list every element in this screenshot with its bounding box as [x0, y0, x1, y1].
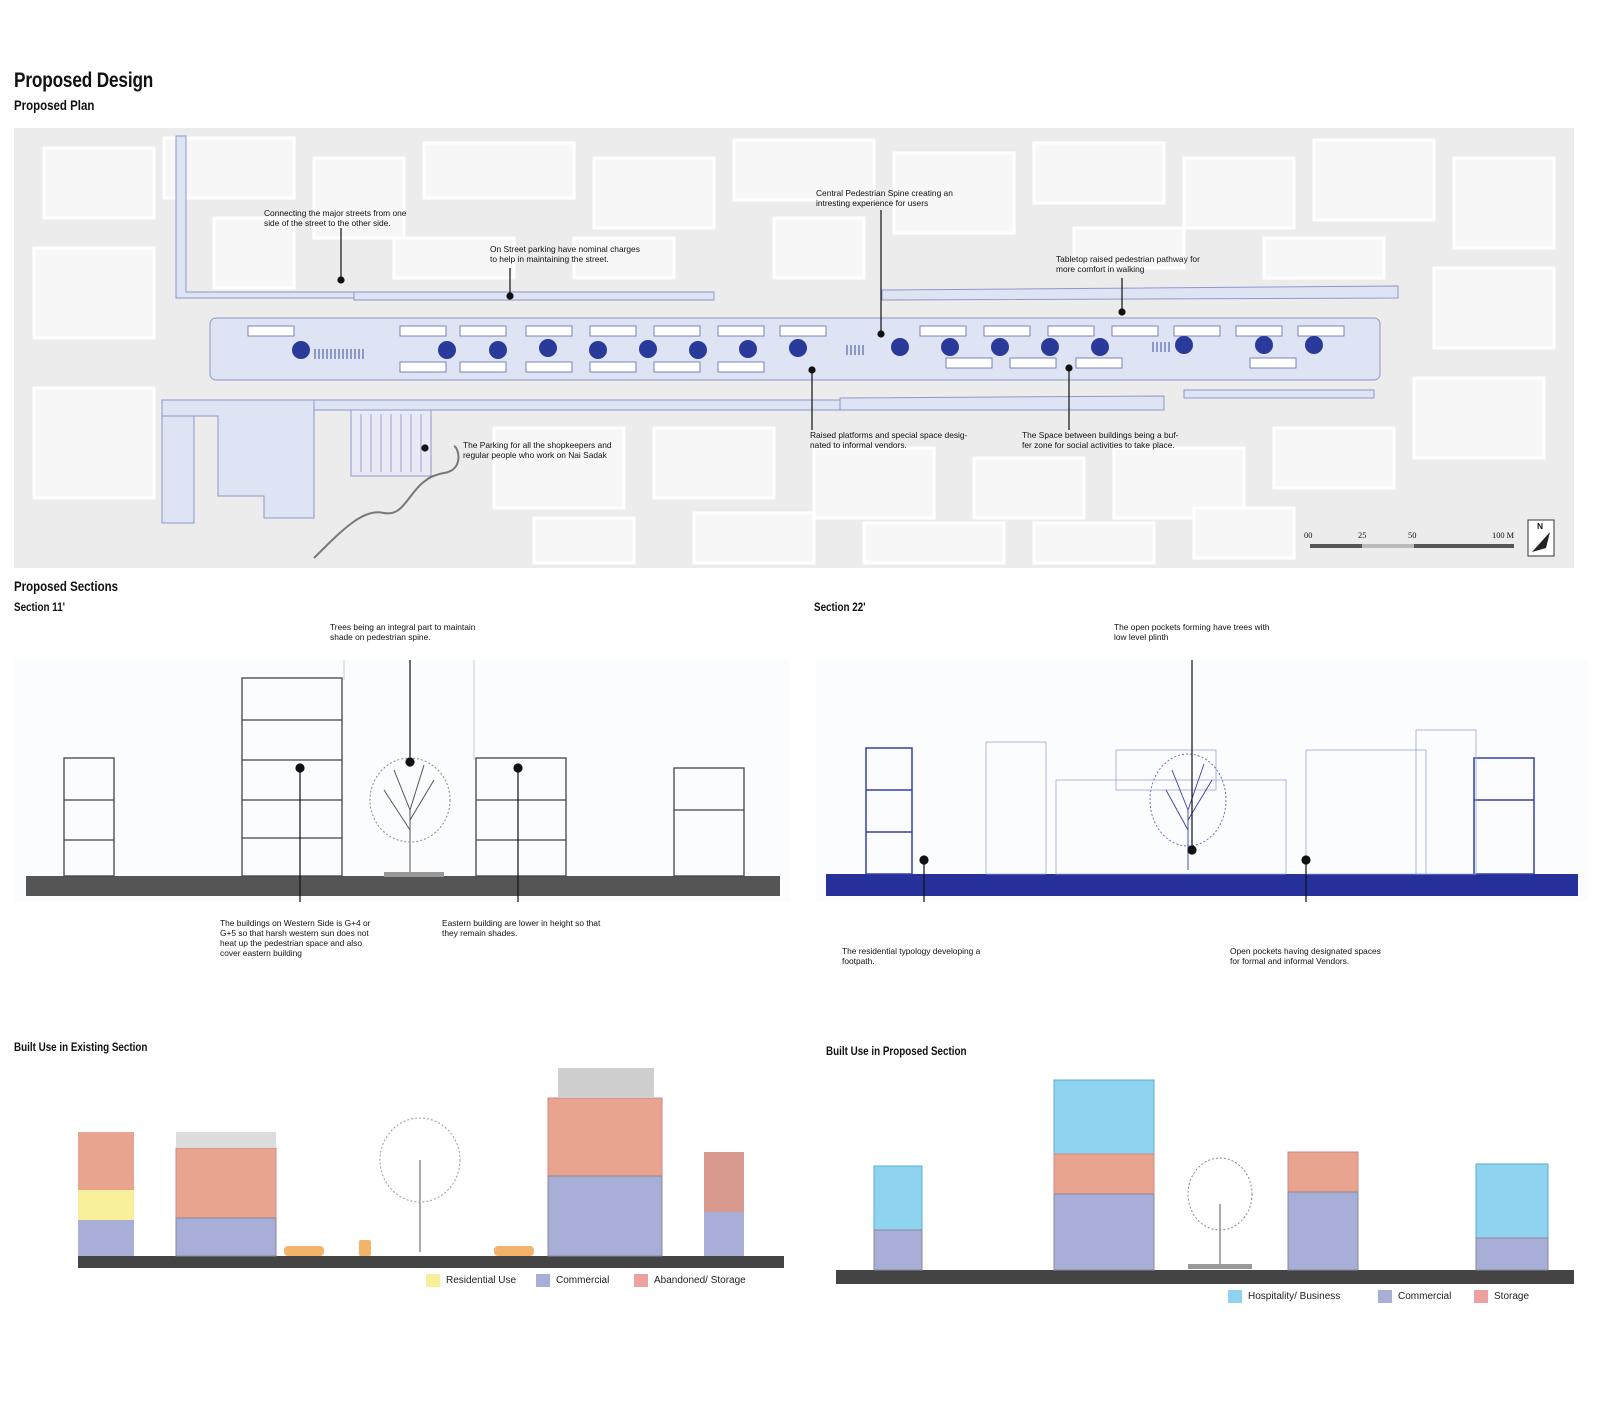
note-eastern: Eastern building are lower in height so … [442, 918, 601, 938]
note-western: The buildings on Western Side is G+4 or … [220, 918, 371, 958]
legend-proposed-commercial: Commercial [1378, 1290, 1451, 1303]
scale-tick-50: 50 [1408, 531, 1417, 540]
note-parking-charges: On Street parking have nominal charges t… [490, 244, 640, 264]
legend-existing-residential: Residential Use [426, 1274, 516, 1287]
section1-drawing [26, 660, 780, 902]
swatch-storage [634, 1274, 648, 1287]
proposed-plan: Connecting the major streets from one si… [14, 128, 1574, 568]
page-title: Proposed Design [14, 69, 154, 92]
existing-use-drawing [78, 1068, 784, 1268]
section2-drawing [826, 660, 1578, 902]
swatch-commercial [1378, 1290, 1392, 1303]
existing-use-title: Built Use in Existing Section [14, 1040, 148, 1054]
swatch-residential [426, 1274, 440, 1287]
proposed-use-title: Built Use in Proposed Section [826, 1044, 967, 1058]
plan-drawing [32, 135, 1556, 565]
note-buffer: The Space between buildings being a buf-… [1022, 430, 1179, 450]
note-platforms: Raised platforms and special space desig… [810, 430, 968, 450]
note-spine: Central Pedestrian Spine creating an int… [816, 188, 953, 208]
scale-tick-0: 00 [1304, 531, 1313, 540]
note-connect: Connecting the major streets from one si… [264, 208, 407, 228]
legend-proposed-hospitality: Hospitality/ Business [1228, 1290, 1340, 1303]
north-arrow-label: N [1537, 521, 1544, 531]
existing-use-section: Residential Use Commercial Abandoned/ St… [14, 1060, 790, 1287]
swatch-commercial [536, 1274, 550, 1287]
note-shopkeepers: The Parking for all the shopkeepers and … [463, 440, 612, 460]
section-22 [816, 660, 1588, 902]
scale-tick-100: 100 M [1492, 531, 1515, 540]
note-vendors: Open pockets having designated spaces fo… [1230, 946, 1381, 966]
legend-existing-storage: Abandoned/ Storage [634, 1274, 746, 1287]
plan-subtitle: Proposed Plan [14, 97, 95, 113]
note-pockets: The open pockets forming have trees with… [1114, 622, 1270, 642]
sections-heading: Proposed Sections [14, 578, 118, 594]
note-residential: The residential typology developing a fo… [842, 946, 981, 966]
legend-proposed-storage: Storage [1474, 1290, 1529, 1303]
legend-existing-commercial: Commercial [536, 1274, 609, 1287]
scale-tick-25: 25 [1358, 531, 1367, 540]
note-trees: Trees being an integral part to maintain… [330, 622, 476, 642]
section2-title: Section 22' [814, 600, 866, 614]
proposed-use-drawing [836, 1079, 1574, 1284]
swatch-storage [1474, 1290, 1488, 1303]
section1-title: Section 11' [14, 600, 66, 614]
swatch-hospitality [1228, 1290, 1242, 1303]
note-tabletop: Tabletop raised pedestrian pathway for m… [1056, 254, 1200, 274]
proposed-use-section: Hospitality/ Business Commercial Storage [826, 1064, 1590, 1304]
section-11 [14, 660, 790, 902]
